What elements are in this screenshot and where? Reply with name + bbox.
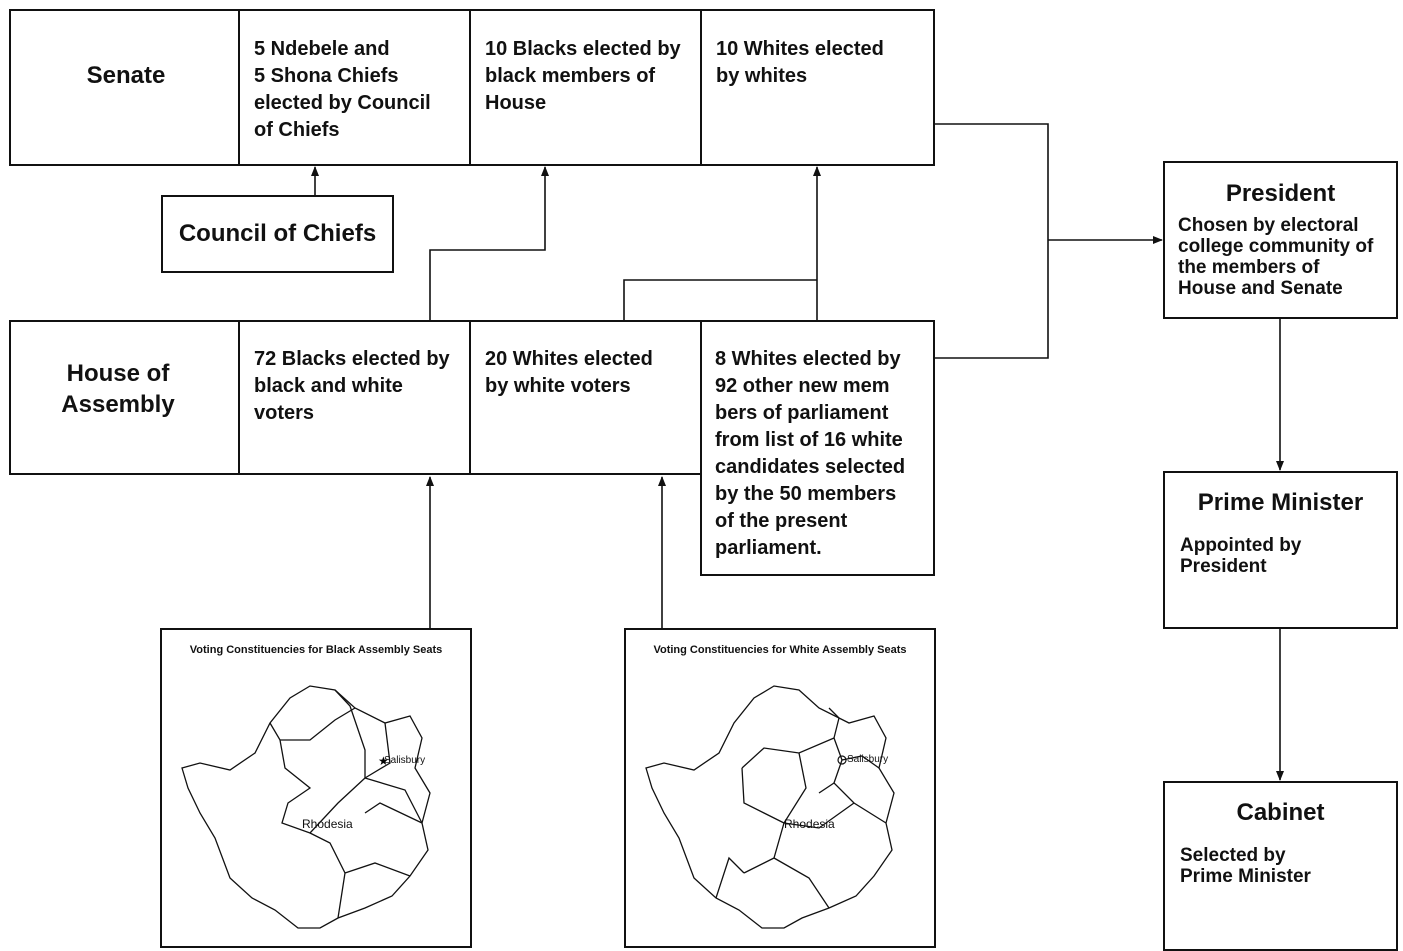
president-desc: Chosen by electoral college community of… <box>1178 215 1374 299</box>
house-cell-20whites: 20 Whites elected by white voters <box>485 348 653 397</box>
president-box <box>1163 161 1398 319</box>
house-to-senate-blacks-arrow <box>429 166 549 320</box>
council-of-chiefs-label: Council of Chiefs <box>178 220 377 247</box>
house-divider-1 <box>238 320 240 475</box>
house-label: House of Assembly <box>61 360 175 418</box>
president-title: President <box>1225 180 1336 207</box>
prime-minister-title: Prime Minister <box>1197 489 1364 516</box>
cabinet-desc: Selected by Prime Minister <box>1180 845 1311 887</box>
house-cell-8whites-box <box>700 320 935 576</box>
senate-row <box>9 9 935 166</box>
white-map-country: Rhodesia <box>784 817 835 831</box>
black-map-title: Voting Constituencies for Black Assembly… <box>189 644 443 656</box>
black-map-city: Salisbury <box>384 755 426 766</box>
house-cell-72blacks: 72 Blacks elected by black and white vot… <box>254 348 450 424</box>
house-cell-8whites: 8 Whites elected by 92 other new mem ber… <box>715 348 906 559</box>
black-map-outline: ★ <box>181 685 431 929</box>
council-of-chiefs-box <box>161 195 394 273</box>
senate-divider-2 <box>469 9 471 166</box>
senate-divider-3 <box>700 9 702 166</box>
white-map-title: Voting Constituencies for White Assembly… <box>653 644 907 656</box>
white-constituencies-map <box>624 628 936 948</box>
bracket-to-president <box>934 123 1049 359</box>
black-constituencies-map <box>160 628 472 948</box>
senate-cell-chiefs: 5 Ndebele and 5 Shona Chiefs elected by … <box>254 38 431 141</box>
house-divider-2 <box>469 320 471 475</box>
white-map-outline <box>645 685 895 929</box>
senate-divider-1 <box>238 9 240 166</box>
senate-label: Senate <box>86 62 166 89</box>
svg-text:★: ★ <box>378 754 389 768</box>
cabinet-title: Cabinet <box>1236 799 1325 826</box>
prime-minister-box <box>1163 471 1398 629</box>
prime-minister-desc: Appointed by President <box>1180 535 1302 577</box>
senate-cell-whites: 10 Whites elected by whites <box>716 38 884 87</box>
senate-cell-blacks: 10 Blacks elected by black members of Ho… <box>485 38 681 114</box>
white-map-city: Salisbury <box>847 754 889 765</box>
black-map-country: Rhodesia <box>302 817 353 831</box>
